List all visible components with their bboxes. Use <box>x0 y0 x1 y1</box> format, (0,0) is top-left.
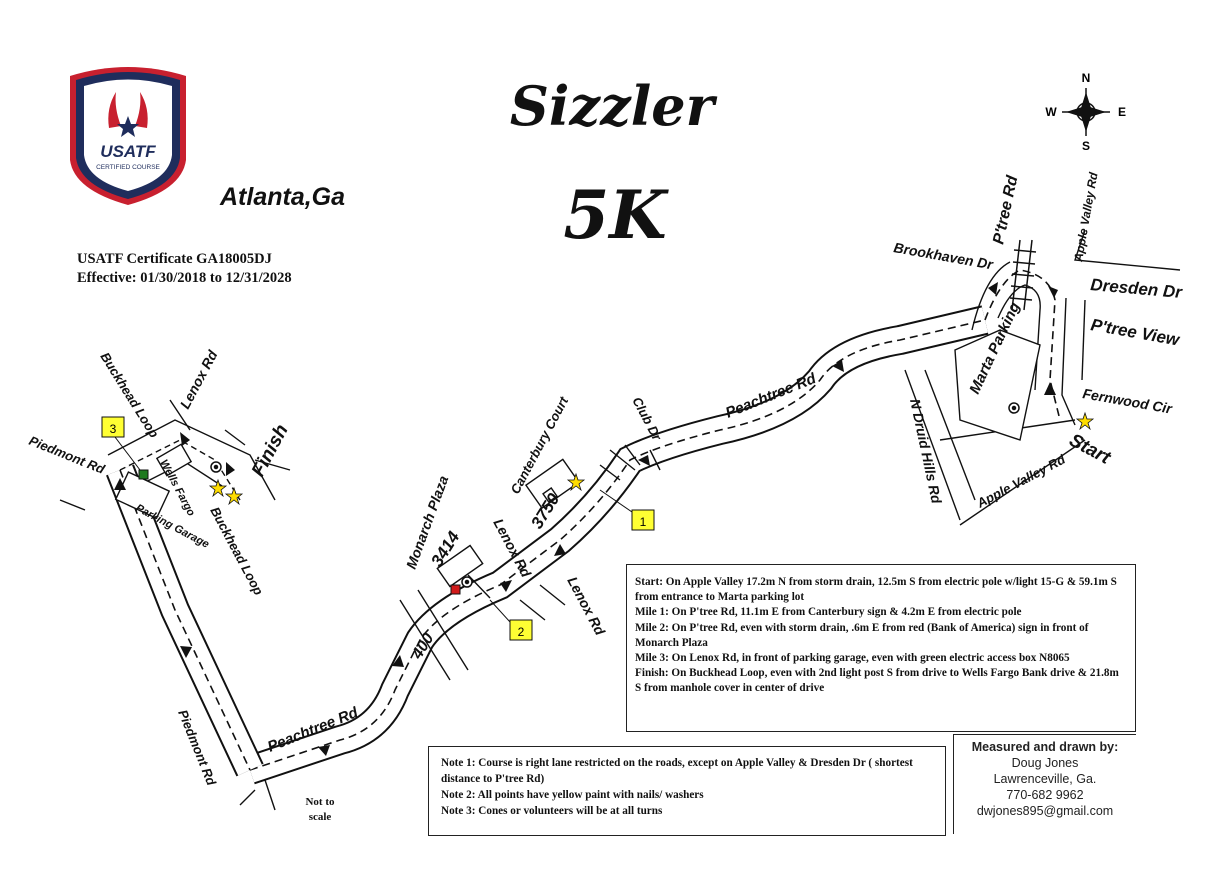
certificate-number: USATF Certificate GA18005DJ <box>77 251 272 267</box>
railroad-tracks <box>1009 239 1037 311</box>
not-to-scale-note: Not to scale <box>305 796 335 823</box>
direction-arrows <box>114 282 1058 756</box>
logo-name: USATF <box>100 142 156 161</box>
start-label: Start <box>1066 430 1115 469</box>
label-lenox-low: Lenox Rd <box>564 574 608 638</box>
point-stars <box>208 411 1095 506</box>
note-3: Note 3: Cones or volunteers will be at a… <box>441 805 663 817</box>
course-notes-box: Note 1: Course is right lane restricted … <box>428 746 946 836</box>
logo-subtext: CERTIFIED COURSE <box>96 164 160 171</box>
certificate-effective: Effective: 01/30/2018 to 12/31/2028 <box>77 270 292 286</box>
desc-mile-2: Mile 2: On P'tree Rd, even with storm dr… <box>635 621 1089 649</box>
compass-rose: N S E W <box>1045 71 1126 153</box>
green-electric-box <box>138 469 149 480</box>
cross-streets <box>59 399 661 811</box>
mile-marker-1-label: 1 <box>640 515 647 529</box>
mile-marker-2: 2 <box>489 599 533 641</box>
buildings <box>114 329 1041 588</box>
route-piedmont <box>106 464 264 777</box>
compass-e: E <box>1118 105 1126 119</box>
location-label: Atlanta,Ga <box>219 183 345 211</box>
label-n-druid: N Druid Hills Rd <box>907 397 945 505</box>
label-fernwood: Fernwood Cir <box>1081 385 1174 417</box>
label-ptree-view: P'tree View <box>1089 315 1182 350</box>
note-2: Note 2: All points have yellow paint wit… <box>441 789 704 801</box>
desc-start: Start: On Apple Valley 17.2m N from stor… <box>635 576 1117 604</box>
race-title: Sizzler <box>510 74 718 138</box>
measured-by-box: Measured and drawn by: Doug Jones Lawren… <box>953 734 1136 834</box>
desc-mile-1: Mile 1: On P'tree Rd, 11.1m E from Cante… <box>635 606 1022 619</box>
measurer-email: dwjones895@gmail.com <box>976 804 1114 818</box>
certificate-block: USATF Certificate GA18005DJ Effective: 0… <box>77 250 292 288</box>
point-descriptions-box: Start: On Apple Valley 17.2m N from stor… <box>626 564 1136 732</box>
label-apple-valley-south: Apple Valley Rd <box>973 451 1068 511</box>
compass-n: N <box>1082 71 1091 85</box>
measurer-city: Lawrenceville, Ga. <box>993 772 1097 786</box>
red-sign-box <box>450 584 461 595</box>
measured-heading: Measured and drawn by: <box>971 740 1119 754</box>
desc-mile-3: Mile 3: On Lenox Rd, in front of parking… <box>635 652 1070 665</box>
compass-s: S <box>1082 139 1090 153</box>
mile-marker-3: 3 <box>101 416 141 471</box>
mile-marker-2-label: 2 <box>518 625 525 639</box>
label-lenox-top: Lenox Rd <box>177 347 221 411</box>
landmark-symbols <box>210 402 1020 588</box>
label-piedmont-top: Piedmont Rd <box>27 433 108 477</box>
mile-marker-3-label: 3 <box>110 422 117 436</box>
label-brookhaven: Brookhaven Dr <box>892 239 995 272</box>
desc-finish: Finish: On Buckhead Loop, even with 2nd … <box>635 667 1119 695</box>
compass-w: W <box>1045 105 1057 119</box>
race-distance: 5K <box>563 176 669 254</box>
route-apple-valley <box>904 229 1181 526</box>
label-apple-valley-north: Apple Valley Rd <box>1071 171 1101 264</box>
mile-marker-1: 1 <box>599 489 655 531</box>
finish-label: Finish <box>248 421 293 480</box>
measurer-phone: 770-682 9962 <box>1006 788 1084 802</box>
label-ptree-north: P'tree Rd <box>990 173 1021 246</box>
label-dresden: Dresden Dr <box>1090 275 1184 302</box>
label-buckhead-loop-low: Buckhead Loop <box>207 504 266 597</box>
usatf-logo: USATF CERTIFIED COURSE <box>70 67 186 205</box>
note-1: Note 1: Course is right lane restricted … <box>441 757 913 785</box>
measurer-name: Doug Jones <box>1011 756 1079 770</box>
route-peachtree <box>245 305 989 785</box>
